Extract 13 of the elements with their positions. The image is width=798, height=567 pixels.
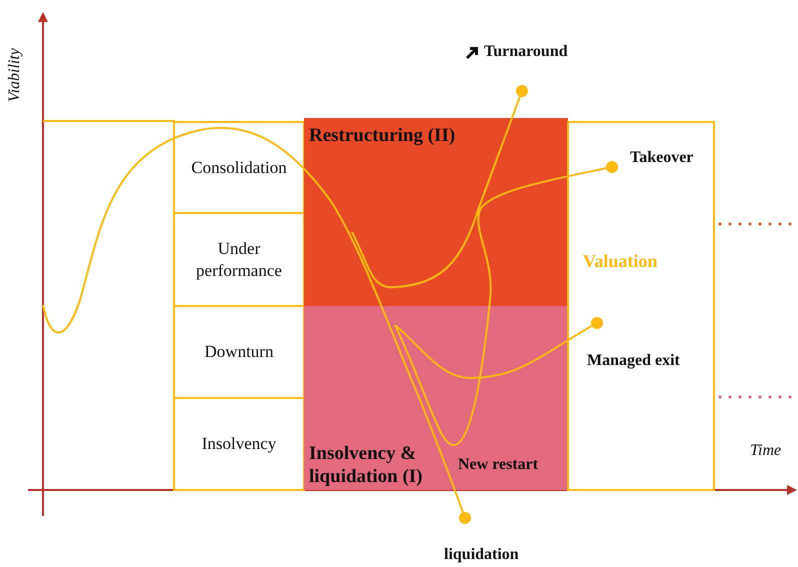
- axis-label: Viability: [6, 48, 24, 102]
- stage-box: Insolvency: [173, 397, 305, 491]
- stage-box: Downturn: [173, 305, 305, 399]
- insolvency-zone: Insolvency & liquidation (I): [304, 306, 454, 490]
- restructuring-zone: Restructuring (II): [304, 118, 568, 306]
- axis-label: Time: [750, 442, 782, 460]
- outcome-label: Managed exit: [587, 352, 680, 370]
- outcome-label: liquidation: [444, 546, 519, 564]
- outcome-label: Takeover: [630, 149, 694, 167]
- outcome-label: Turnaround: [484, 43, 568, 61]
- stage-box: Consolidation: [173, 121, 305, 214]
- outcome-label: New restart: [458, 456, 538, 474]
- stage-box: Under performance: [173, 212, 305, 307]
